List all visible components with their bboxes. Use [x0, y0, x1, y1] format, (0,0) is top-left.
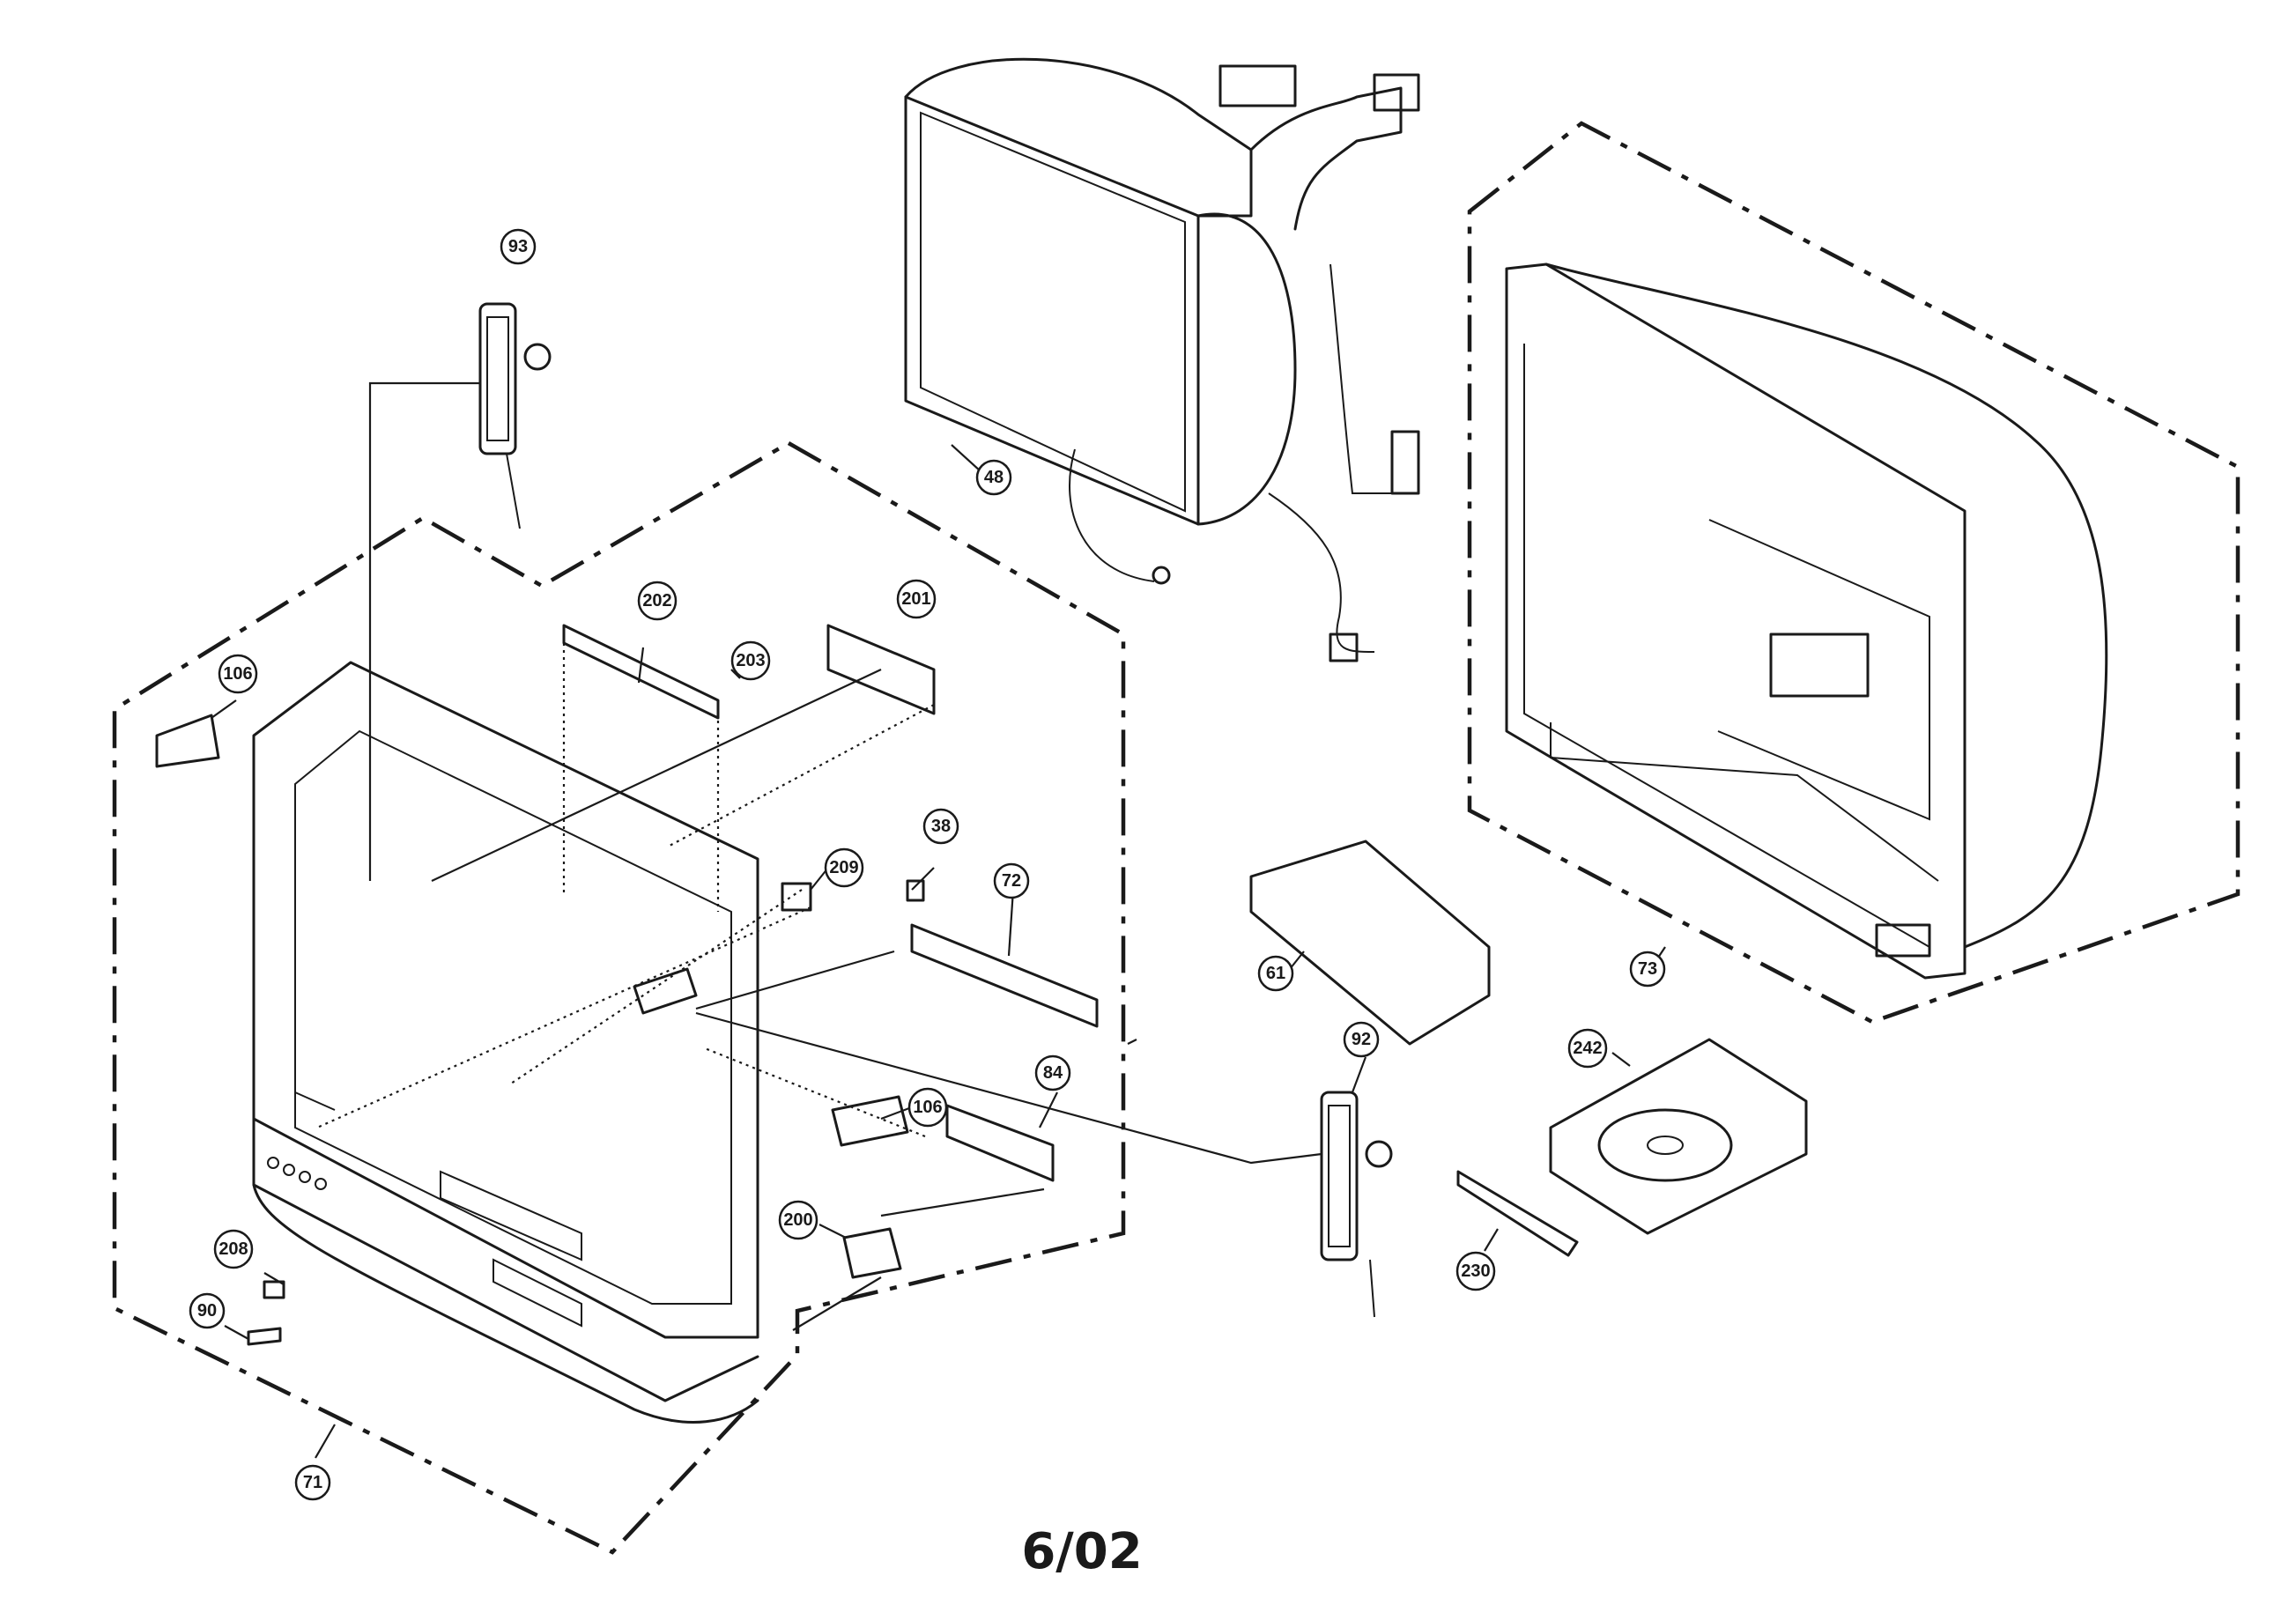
back-cover [1505, 263, 2108, 980]
part-106-mid [831, 1095, 909, 1147]
part-209 [781, 882, 812, 912]
callout-38: 38 [922, 808, 959, 845]
callout-label: 73 [1638, 959, 1657, 979]
callout-203: 203 [730, 640, 771, 681]
callout-label: 106 [913, 1098, 942, 1117]
leader-lines [211, 381, 1666, 1459]
callout-circle [189, 1292, 226, 1329]
part-230 [1456, 1170, 1579, 1257]
callout-label: 61 [1266, 964, 1285, 983]
callout-61: 61 [1257, 955, 1294, 992]
callout-230: 230 [1455, 1251, 1496, 1291]
front-cabinet-boundary [112, 440, 1126, 1555]
callout-circle [1034, 1054, 1071, 1091]
part-208 [263, 1280, 285, 1299]
callout-circle [1629, 951, 1666, 988]
callout-106b: 106 [907, 1087, 948, 1128]
callout-label: 48 [984, 468, 1004, 487]
callout-242: 242 [1567, 1028, 1608, 1069]
callout-label: 208 [218, 1239, 248, 1259]
callout-label: 72 [1002, 871, 1021, 891]
date-code: 6/02 [1021, 1523, 1142, 1580]
callout-label: 90 [197, 1301, 217, 1321]
callout-48: 48 [975, 459, 1012, 496]
callout-label: 92 [1352, 1030, 1371, 1049]
callout-circle [294, 1464, 331, 1501]
part-84 [945, 1104, 1055, 1182]
callout-circle [1257, 955, 1294, 992]
callout-circle [218, 654, 258, 694]
callout-label: 203 [736, 651, 765, 670]
callout-71: 71 [294, 1464, 331, 1501]
callout-circle [824, 847, 864, 888]
part-106-top [155, 714, 220, 768]
callout-label: 71 [303, 1473, 322, 1492]
back-cover-boundary [1467, 121, 2240, 1025]
callout-202: 202 [637, 581, 678, 621]
speaker-92 [1320, 1091, 1393, 1318]
callout-201: 201 [896, 579, 937, 619]
callout-circle [896, 579, 937, 619]
dotted-guide-lines [316, 643, 935, 1138]
callout-209: 209 [824, 847, 864, 888]
callout-circle [1455, 1251, 1496, 1291]
callout-84: 84 [1034, 1054, 1071, 1091]
callout-circle [1567, 1028, 1608, 1069]
callout-label: 200 [783, 1210, 812, 1230]
callout-label: 209 [829, 858, 858, 877]
callout-label: 242 [1573, 1039, 1602, 1058]
callout-73: 73 [1629, 951, 1666, 988]
part-200 [842, 1227, 902, 1279]
part-90 [247, 1327, 282, 1346]
part-38 [906, 879, 925, 902]
callout-92: 92 [1343, 1021, 1380, 1058]
callout-circle [922, 808, 959, 845]
dvd-deck [1549, 1038, 1808, 1235]
callout-circle [907, 1087, 948, 1128]
part-202 [562, 624, 720, 720]
callout-circle [993, 862, 1030, 899]
callout-circle [1343, 1021, 1380, 1058]
callout-label: 202 [642, 591, 671, 610]
callout-106a: 106 [218, 654, 258, 694]
callout-208: 208 [213, 1229, 254, 1269]
callout-200: 200 [778, 1200, 818, 1240]
callout-circle [500, 228, 537, 265]
callout-circle [637, 581, 678, 621]
callout-circle [975, 459, 1012, 496]
callout-90: 90 [189, 1292, 226, 1329]
callout-circle [730, 640, 771, 681]
callout-circle [213, 1229, 254, 1269]
callout-label: 201 [901, 589, 930, 609]
callout-label: 230 [1461, 1261, 1490, 1281]
callout-label: 84 [1043, 1063, 1063, 1083]
callout-circle [778, 1200, 818, 1240]
callout-label: 38 [931, 817, 951, 836]
part-72 [910, 923, 1099, 1028]
speaker-93 [478, 302, 552, 529]
callout-72: 72 [993, 862, 1030, 899]
chassis-bracket [1249, 840, 1491, 1046]
front-cabinet [252, 661, 759, 1424]
part-201 [826, 624, 936, 715]
callout-label: 93 [508, 237, 528, 256]
picture-tube [904, 57, 1420, 662]
callout-label: 106 [223, 664, 252, 684]
callout-93: 93 [500, 228, 537, 265]
